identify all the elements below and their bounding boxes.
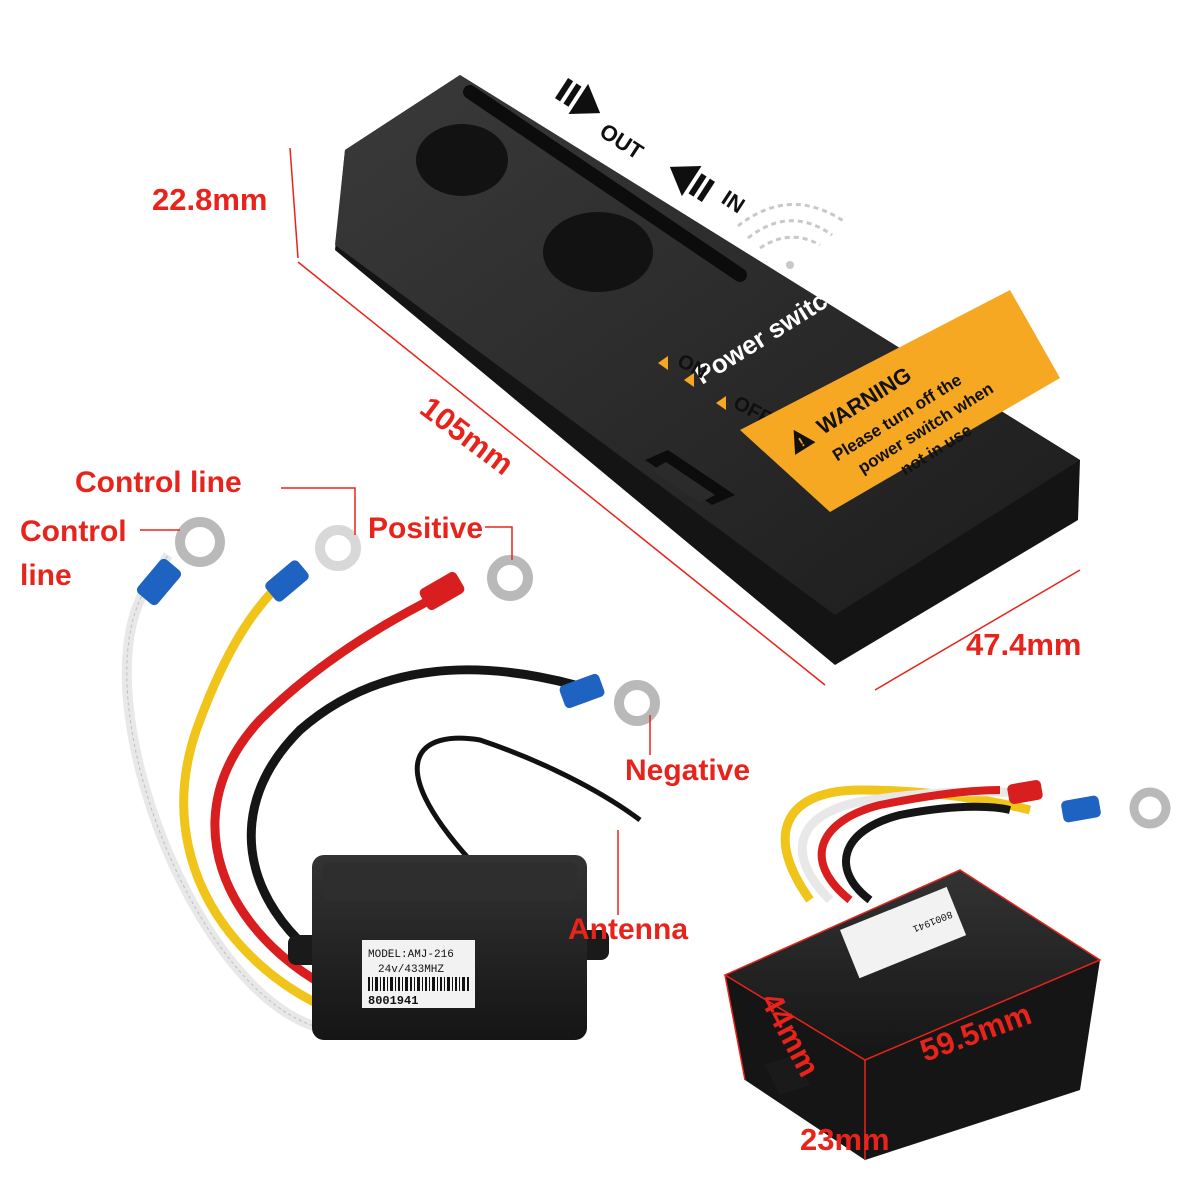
in-button[interactable] [543,212,653,292]
rx-model-sticker: 8001941 [840,886,967,979]
in-arrow-icon [669,165,715,203]
model-text: MODEL:AMJ-216 [368,949,454,961]
svg-text:!: ! [796,435,808,450]
black-wire-ring-terminal [614,680,660,726]
antenna-label: Antenna [568,913,688,946]
control-line-left-label-1: Control [20,515,127,548]
receiver-left: MODEL:AMJ-216 24v/433MHZ 8001941 [121,517,660,1040]
antenna-wire [414,735,642,862]
remote-control: OUT IN Power switch ON OFF ! WA [335,75,1080,665]
width-dimension-label: 47.4mm [966,627,1081,662]
wireless-signal-icon [737,203,846,269]
white-wire-ring-terminal [175,517,225,567]
out-label: OUT [595,118,648,165]
receiver-right: 8001941 [723,779,1171,1160]
rx-red-connector [1007,779,1043,805]
positive-label: Positive [368,512,483,545]
rx-height-dimension-label: 23mm [800,1122,890,1157]
red-wire-connector [419,571,465,611]
yellow-wire-ring-terminal [315,525,361,571]
in-label: IN [717,185,749,218]
height-dimension-label: 22.8mm [152,182,267,217]
dimension-lines [140,147,1081,915]
barcode-icon [368,977,469,991]
out-button[interactable] [416,124,508,196]
rx-ring-terminal [1129,787,1171,829]
rx-box-top [725,870,1100,1060]
negative-label: Negative [625,754,750,787]
white-wire-connector [136,558,182,606]
serial-text: 8001941 [368,994,418,1008]
spec-text: 24v/433MHZ [378,964,444,976]
black-wire-connector [559,673,605,709]
out-arrow-icon [555,77,601,115]
control-line-top-label: Control line [75,466,242,499]
remote-groove [463,85,747,282]
off-indicator-icon [716,396,726,410]
length-dimension-label: 105mm [414,390,520,482]
receiver-model-sticker: MODEL:AMJ-216 24v/433MHZ 8001941 [362,940,475,1008]
control-line-left-label-2: line [20,559,72,592]
rx-mounting-tab [765,1055,810,1095]
on-indicator-icon [658,356,668,370]
warning-icon [793,429,816,455]
yellow-wire-connector [265,560,309,602]
switch-pointer-icon [684,373,694,387]
remote-top-face [335,75,1080,615]
red-wire-ring-terminal [487,555,533,601]
rx-blue-connector [1061,795,1101,823]
